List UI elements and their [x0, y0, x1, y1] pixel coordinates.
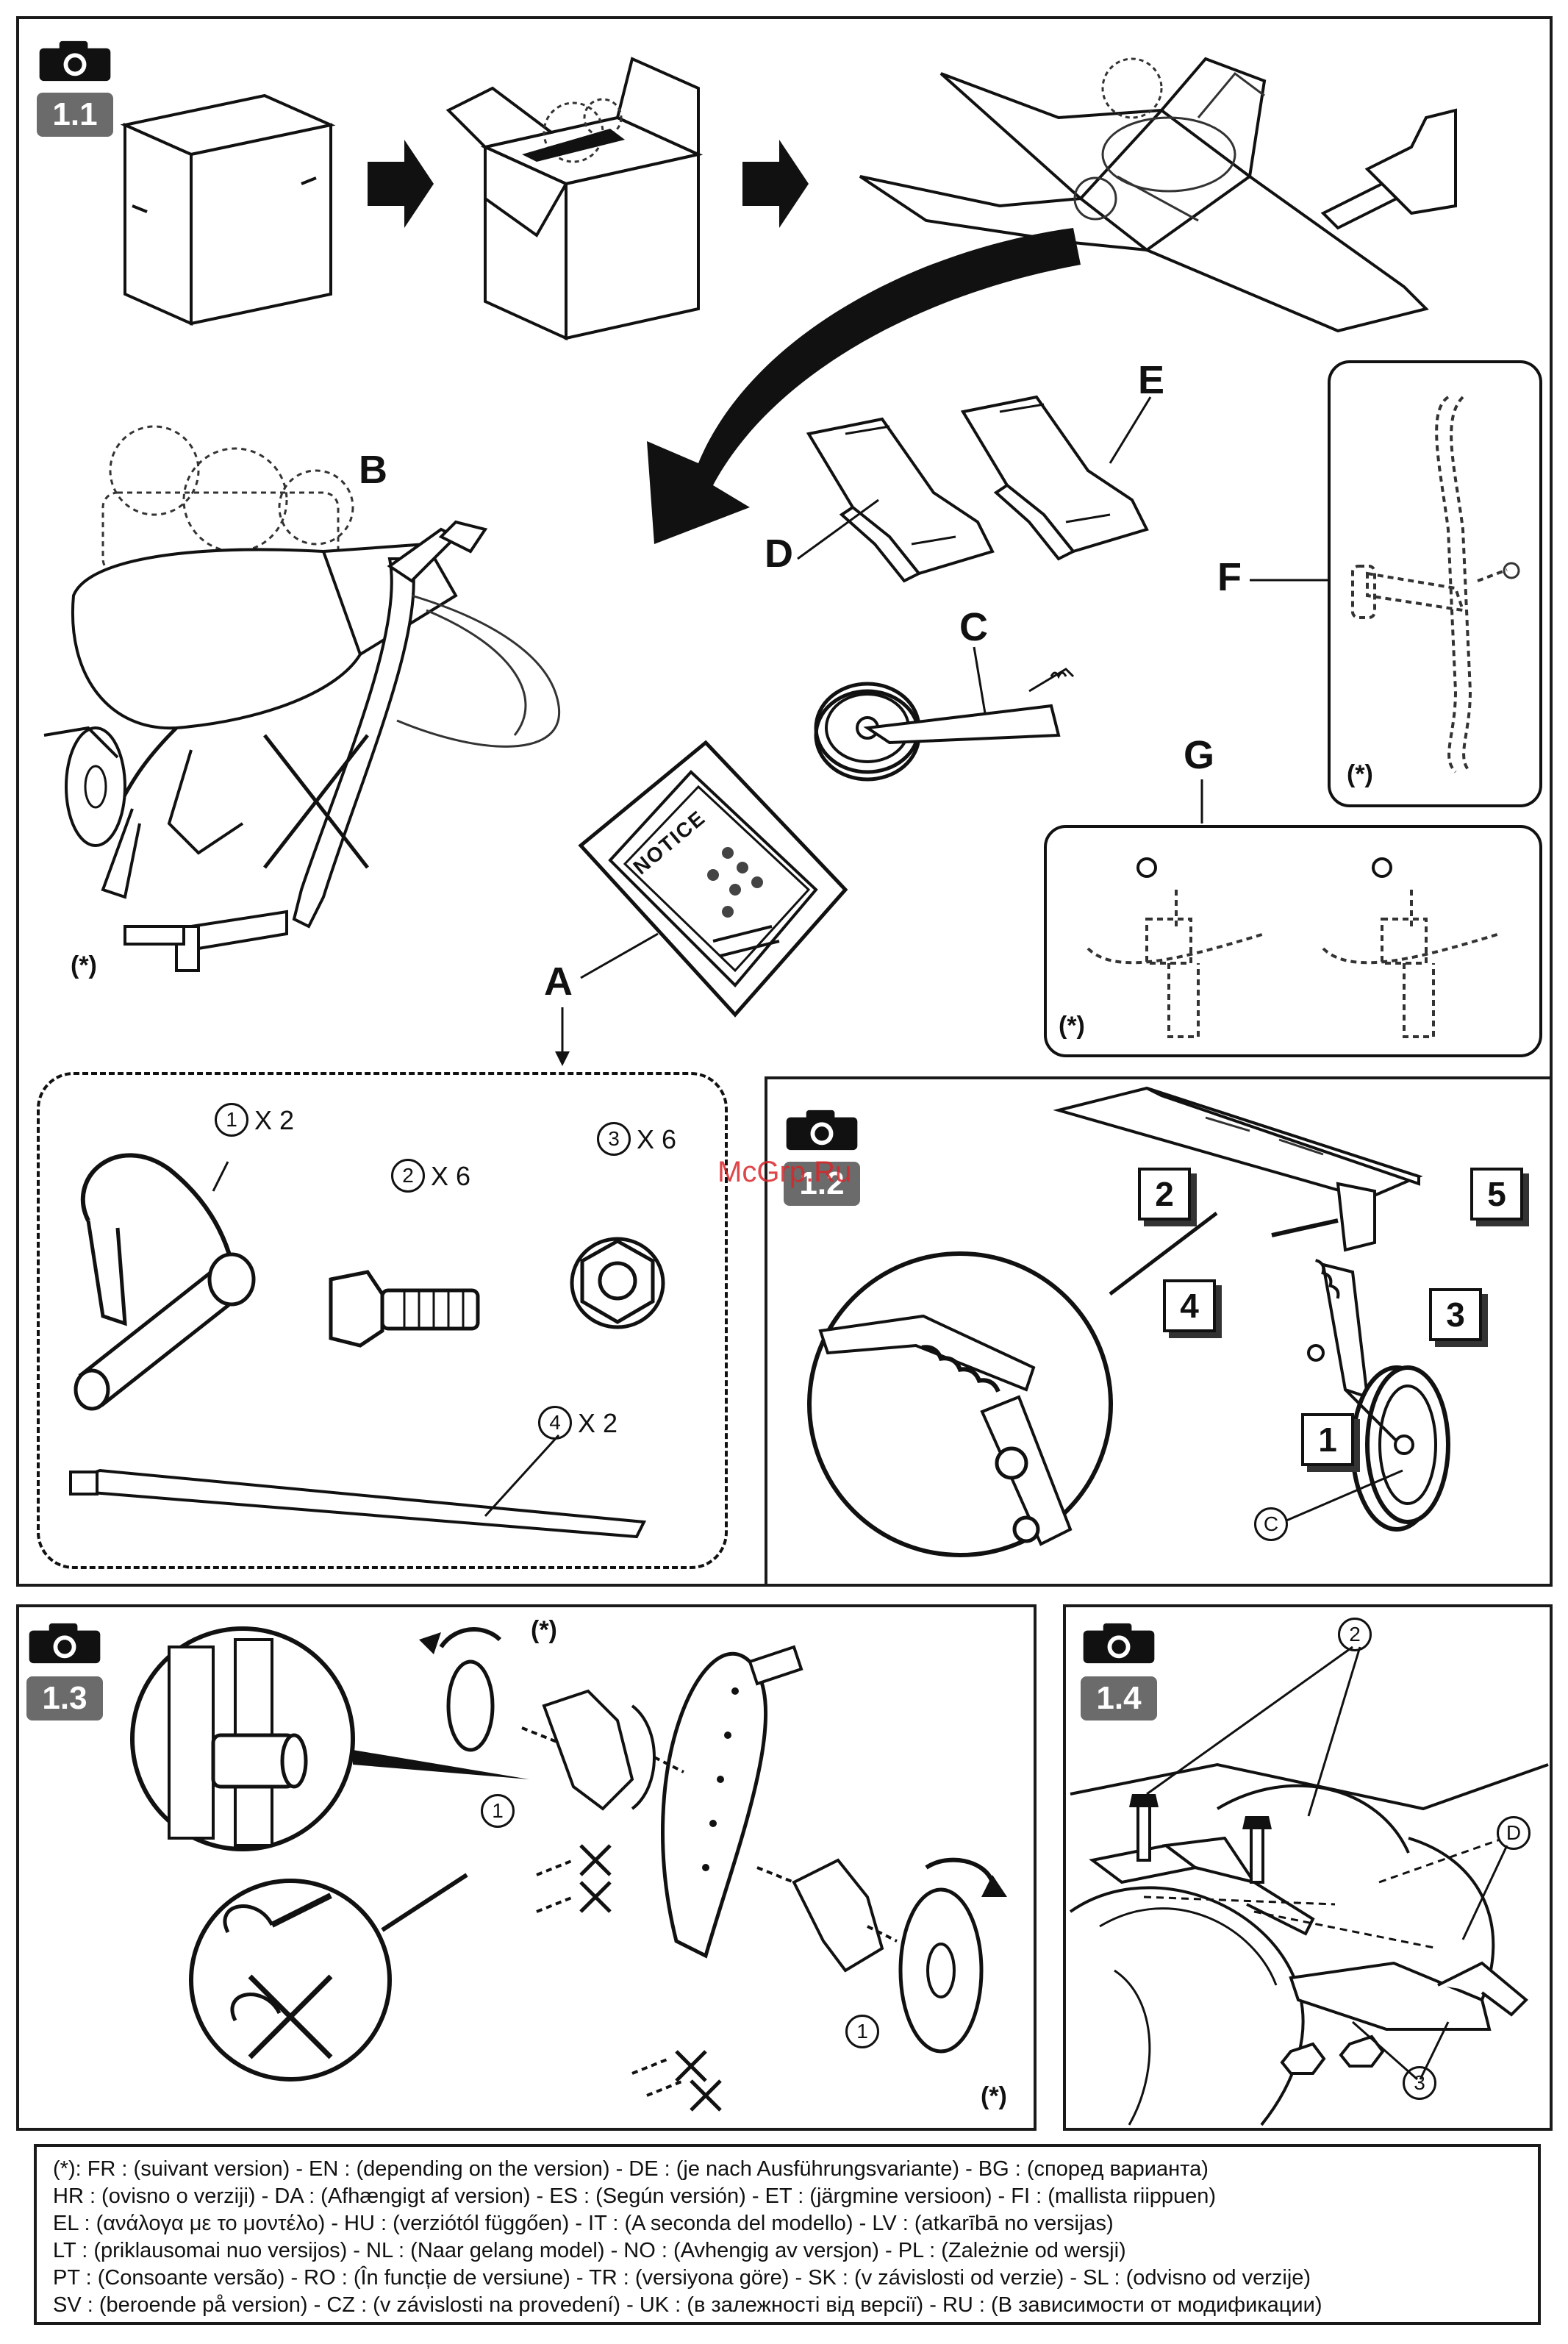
part-quantity-4: X 2 — [578, 1408, 618, 1438]
asterisk-note: (*) — [981, 2082, 1007, 2110]
skid-plate-d — [806, 417, 995, 583]
connector-line — [381, 1873, 468, 1932]
legend-line: HR : (ovisno o verziji) - DA : (Afhængig… — [53, 2184, 1217, 2208]
unfolded-box-illustration — [859, 57, 1457, 333]
asterisk-note: (*) — [71, 951, 97, 979]
callout-1: 1 — [845, 2015, 879, 2048]
connector-line — [580, 932, 659, 979]
watermark-text: McGrp.Ru — [717, 1156, 852, 1188]
label-c: C — [959, 605, 988, 649]
arrow-right-icon — [742, 140, 809, 228]
depth-wheel-illustration — [814, 668, 1075, 782]
detail-magnifier-illustration — [807, 1251, 1113, 1557]
arrow-right-icon — [368, 140, 434, 228]
legend-line: (*): FR : (suivant version) - EN : (depe… — [53, 2157, 1209, 2181]
part-quantity-2: X 6 — [431, 1161, 471, 1191]
part-number-2: 2 — [391, 1159, 425, 1193]
connector-line — [1286, 1469, 1403, 1522]
label-f: F — [1217, 555, 1242, 599]
handle-variant-panel — [1328, 360, 1542, 807]
step-number-2: 2 — [1138, 1168, 1191, 1221]
legend-line: PT : (Consoante versão) - RO : (În funcț… — [53, 2266, 1311, 2290]
closed-box-illustration — [120, 93, 336, 326]
tine-assembly-illustration — [419, 1627, 1007, 2112]
step-badge-1-4: 1.4 — [1081, 1676, 1157, 1721]
step-badge-1-3: 1.3 — [26, 1676, 103, 1721]
step-number-4: 4 — [1163, 1279, 1216, 1332]
connector-line — [1352, 2020, 1450, 2081]
step-number-3: 3 — [1429, 1288, 1482, 1341]
callout-d: D — [1497, 1816, 1531, 1850]
part-quantity-1: X 2 — [254, 1105, 295, 1135]
wheel-bracket-illustration — [1321, 1262, 1450, 1532]
parts-kit-box — [37, 1072, 728, 1569]
detail-magnifier-illustration — [130, 1626, 355, 1851]
handle-variant-illustration — [1351, 396, 1520, 773]
frame-rail-illustration — [1053, 1086, 1423, 1252]
camera-icon — [29, 1623, 101, 1664]
spring-bolt-illustration — [1271, 1218, 1340, 1362]
detail-magnifier-illustration — [189, 1879, 392, 2082]
step-number-1: 1 — [1301, 1413, 1354, 1466]
callout-2: 2 — [1338, 1618, 1372, 1651]
connector-line — [1200, 779, 1203, 823]
skid-plate-e — [960, 395, 1149, 561]
legend-line: SV : (beroende på version) - CZ : (v záv… — [53, 2293, 1322, 2317]
step-badge-1-2: 1.2 — [784, 1162, 860, 1206]
label-g: G — [1184, 733, 1215, 777]
legend-line: LT : (priklausomai nuo versijos) - NL : … — [53, 2239, 1126, 2262]
connector-line — [1250, 579, 1331, 582]
flange-nut-illustration — [570, 1237, 665, 1329]
connector-line — [484, 1434, 560, 1518]
step-badge-1-1: 1.1 — [37, 93, 113, 137]
tine-variant-illustration — [1086, 857, 1500, 1038]
asterisk-note: (*) — [1059, 1012, 1085, 1040]
camera-icon — [39, 40, 111, 82]
label-d: D — [765, 532, 793, 576]
bolt-illustration — [329, 1270, 480, 1348]
connector-line — [1109, 1212, 1218, 1296]
callout-c: C — [1254, 1507, 1288, 1541]
linch-pin-illustration — [74, 1153, 256, 1411]
callout-1: 1 — [481, 1794, 515, 1828]
tiller-illustration — [43, 425, 561, 972]
arrow-down-icon — [555, 1007, 570, 1066]
camera-icon — [786, 1110, 858, 1151]
label-a: A — [544, 960, 573, 1004]
connector-line — [1109, 396, 1152, 464]
open-box-illustration — [445, 57, 704, 341]
connector-line — [353, 1750, 529, 1779]
part-number-1: 1 — [215, 1103, 248, 1137]
asterisk-note: (*) — [1347, 760, 1373, 788]
version-legend: (*): FR : (suivant version) - EN : (depe… — [34, 2144, 1541, 2325]
notice-bag-illustration — [578, 740, 848, 1018]
camera-icon — [1083, 1623, 1155, 1664]
connector-line — [797, 499, 879, 560]
connector-line — [1146, 1646, 1361, 1817]
step-number-5: 5 — [1470, 1168, 1523, 1221]
connector-line — [1461, 1845, 1508, 1940]
skid-mount-illustration — [1069, 1762, 1549, 2126]
tine-variant-panel — [1044, 825, 1542, 1057]
part-number-3: 3 — [597, 1122, 631, 1156]
label-e: E — [1138, 358, 1165, 402]
legend-line: EL : (ανάλογα με το μοντέλο) - HU : (ver… — [53, 2212, 1114, 2235]
connector-line — [973, 646, 987, 714]
curved-arrow-icon — [647, 228, 1081, 544]
label-b: B — [359, 448, 387, 492]
cable-tie-illustration — [69, 1468, 647, 1539]
part-quantity-3: X 6 — [637, 1124, 677, 1154]
asterisk-note: (*) — [531, 1616, 557, 1644]
